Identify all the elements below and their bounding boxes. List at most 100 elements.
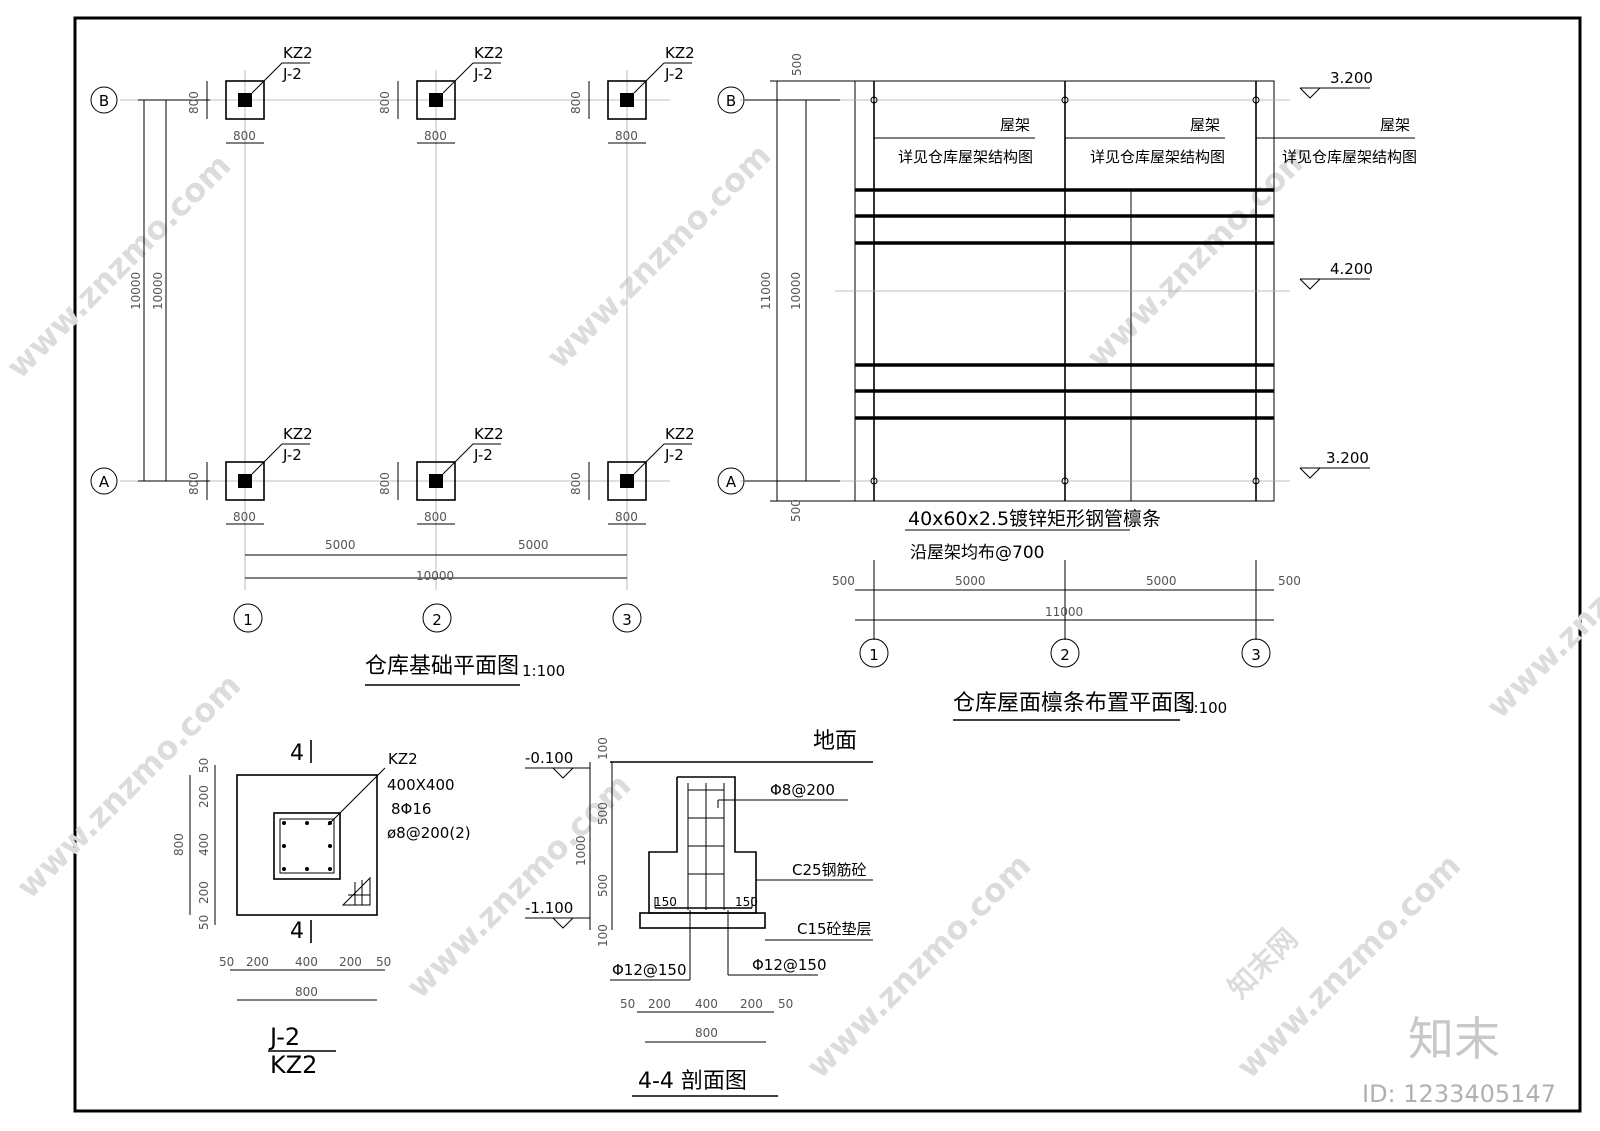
sec-c25: C25钢筋砼 [792, 861, 867, 879]
elev-ground: -0.100 [525, 749, 573, 767]
section-4-4: 地面 150 150 Φ8@200 C25钢筋砼 C15砼垫层 Φ12@150 … [525, 729, 873, 1097]
dim-50: 50 [778, 997, 793, 1011]
dim-800: 800 [233, 510, 256, 524]
dim-200: 200 [197, 881, 211, 904]
footing-b3: KZ2 J-2 800 800 [569, 44, 695, 144]
label-kz2: KZ2 [283, 44, 313, 62]
dim-50: 50 [620, 997, 635, 1011]
axis-bubble-3 [1241, 638, 1271, 668]
label-j2: J-2 [282, 65, 302, 83]
axis-label-a: A [99, 473, 110, 491]
axis-bubble-b [717, 86, 745, 114]
dim-800: 800 [695, 1026, 718, 1040]
scale-purlin-plan: 1:100 [1184, 699, 1227, 717]
dim-200: 200 [246, 955, 269, 969]
image-id: ID: 1233405147 [1362, 1080, 1556, 1108]
dim-10000: 10000 [789, 272, 803, 310]
dim-11000: 11000 [1045, 605, 1083, 619]
dim-800: 800 [615, 129, 638, 143]
axis-bubble-3 [612, 603, 642, 633]
scale-foundation-plan: 1:100 [522, 662, 565, 680]
dim-150: 150 [735, 895, 758, 909]
title-foundation-plan: 仓库基础平面图 [365, 654, 519, 679]
label-roof-truss-note: 详见仓库屋架结构图 [1282, 148, 1417, 166]
label-kz2: KZ2 [474, 425, 504, 443]
label-kz2: KZ2 [665, 44, 695, 62]
purlin-spec: 40x60x2.5镀锌矩形钢管檩条 [908, 508, 1161, 530]
dim-800: 800 [187, 91, 201, 114]
dim-800: 800 [187, 472, 201, 495]
dim-5000: 5000 [518, 538, 549, 552]
dim-50: 50 [197, 758, 211, 773]
dim-150: 150 [654, 895, 677, 909]
brand-logo: 知末 [1408, 1012, 1500, 1066]
dim-10000: 10000 [416, 569, 454, 583]
dim-500: 500 [789, 499, 803, 522]
dim-400: 400 [197, 833, 211, 856]
dim-800: 800 [569, 472, 583, 495]
dim-1000: 1000 [574, 835, 588, 866]
axis-bubble-1 [859, 638, 889, 668]
axis-label-a: A [726, 473, 737, 491]
watermark-text: www.znzmo.com [0, 146, 238, 385]
dim-200: 200 [197, 785, 211, 808]
axis-label-b: B [99, 92, 109, 110]
axis-label-3: 3 [622, 611, 632, 629]
watermark-text: www.znzmo.com [1079, 136, 1318, 375]
dim-50: 50 [219, 955, 234, 969]
dim-100: 100 [596, 924, 610, 947]
dim-5000: 5000 [1146, 574, 1177, 588]
title-detail-kz2: KZ2 [270, 1051, 317, 1079]
axis-bubble-a [717, 467, 745, 495]
footing-a2: KZ2 J-2 800 800 [378, 425, 504, 525]
axis-bubble-a [90, 467, 118, 495]
title-purlin-plan: 仓库屋面檩条布置平面图 [953, 691, 1195, 716]
axis-label-1: 1 [869, 646, 879, 664]
dim-400: 400 [695, 997, 718, 1011]
footing-b2: KZ2 J-2 800 800 [378, 44, 504, 144]
dim-800: 800 [295, 985, 318, 999]
title-section: 4-4 剖面图 [638, 1069, 747, 1094]
footing-b1: KZ2 J-2 800 800 [187, 44, 313, 144]
svg-text:4.200: 4.200 [1330, 260, 1373, 278]
dim-10000: 10000 [129, 272, 143, 310]
label-j2: J-2 [664, 446, 684, 464]
dim-200: 200 [648, 997, 671, 1011]
dim-800: 800 [233, 129, 256, 143]
dim-5000: 5000 [955, 574, 986, 588]
sheet-border [73, 16, 1582, 1113]
label-j2: J-2 [664, 65, 684, 83]
sec-bottom-bars: Φ12@150 [612, 961, 687, 979]
dim-50: 50 [197, 915, 211, 930]
footing-detail-j2: KZ2 400X400 8Φ16 ø8@200(2) 4 4 50 200 40… [172, 740, 471, 1079]
dim-500: 500 [596, 802, 610, 825]
dim-800: 800 [424, 129, 447, 143]
section-mark: 4 [290, 919, 304, 944]
sec-stirrup: Φ8@200 [770, 781, 835, 799]
sec-c15: C15砼垫层 [797, 920, 872, 938]
dim-800: 800 [424, 510, 447, 524]
axis-label-2: 2 [432, 611, 442, 629]
col-size: 400X400 [387, 776, 455, 794]
dim-200: 200 [339, 955, 362, 969]
axis-label-2: 2 [1060, 646, 1070, 664]
section-mark: 4 [290, 741, 304, 766]
dim-500: 500 [832, 574, 855, 588]
dim-5000: 5000 [325, 538, 356, 552]
dim-500: 500 [596, 874, 610, 897]
watermark-text: www.znzmo.com [539, 136, 778, 375]
footing-a3: KZ2 J-2 800 800 [569, 425, 695, 525]
dim-10000: 10000 [151, 272, 165, 310]
axis-label-1: 1 [243, 611, 253, 629]
label-roof-truss-note: 详见仓库屋架结构图 [898, 148, 1033, 166]
sec-bottom-bars: Φ12@150 [752, 956, 827, 974]
dim-200: 200 [740, 997, 763, 1011]
dim-11000: 11000 [759, 272, 773, 310]
dim-800: 800 [615, 510, 638, 524]
dim-500: 500 [1278, 574, 1301, 588]
elevation-mark-top: 3.200 [1299, 69, 1373, 99]
dim-400: 400 [295, 955, 318, 969]
elev-base: -1.100 [525, 899, 573, 917]
label-roof-truss: 屋架 [1380, 116, 1410, 134]
